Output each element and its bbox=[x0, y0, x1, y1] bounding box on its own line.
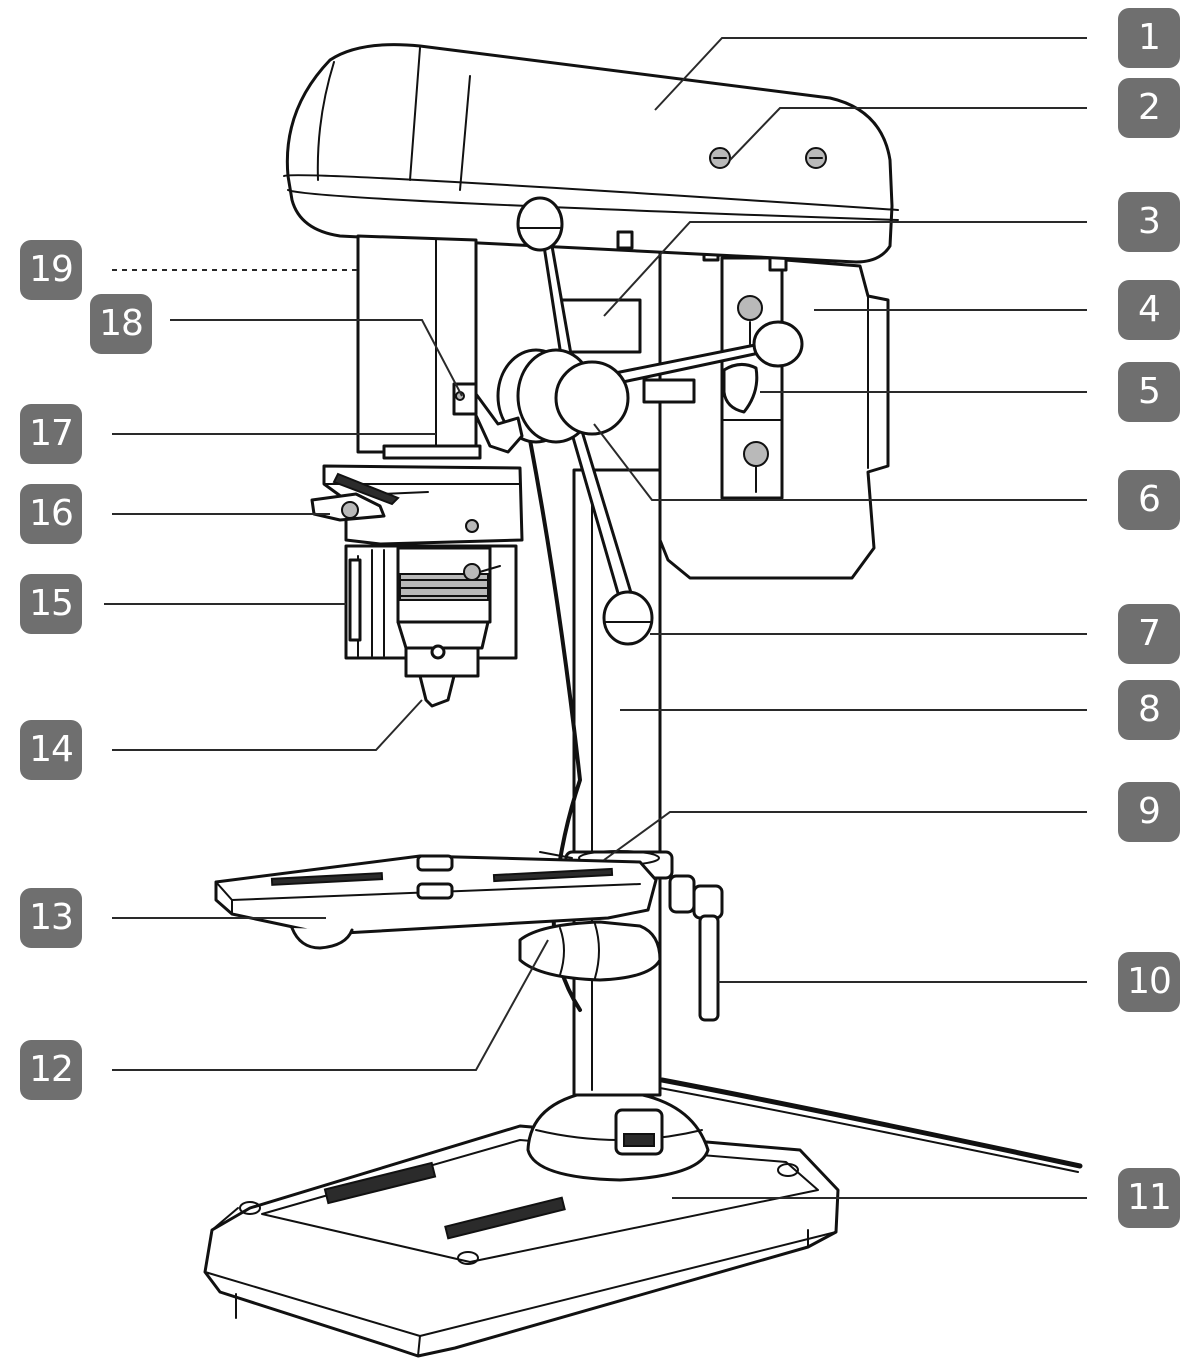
callout-17: 17 bbox=[20, 404, 82, 464]
column-base-mount bbox=[526, 1088, 710, 1182]
chuck-guard bbox=[310, 464, 524, 546]
table-bracket bbox=[518, 920, 662, 982]
callout-4: 4 bbox=[1118, 280, 1180, 340]
callout-7: 7 bbox=[1118, 604, 1180, 664]
cover-screw bbox=[709, 147, 827, 169]
callout-19: 19 bbox=[20, 240, 82, 300]
leader-lines bbox=[104, 37, 1087, 1199]
head-housing bbox=[658, 238, 890, 580]
callout-12: 12 bbox=[20, 1040, 82, 1100]
base-plate bbox=[203, 1124, 840, 1358]
callout-8: 8 bbox=[1118, 680, 1180, 740]
table-crank-handle bbox=[668, 874, 724, 1022]
column bbox=[572, 468, 662, 1097]
callout-9: 9 bbox=[1118, 782, 1180, 842]
on-off-switch bbox=[558, 230, 642, 354]
motor bbox=[356, 234, 482, 460]
callout-5: 5 bbox=[1118, 362, 1180, 422]
callout-15: 15 bbox=[20, 574, 82, 634]
drill-chuck bbox=[396, 546, 501, 708]
feed-hub bbox=[496, 348, 696, 444]
callout-6: 6 bbox=[1118, 470, 1180, 530]
callout-10: 10 bbox=[1118, 952, 1180, 1012]
belt-tension-knobs bbox=[722, 295, 769, 493]
callout-16: 16 bbox=[20, 484, 82, 544]
callout-2: 2 bbox=[1118, 78, 1180, 138]
callout-18: 18 bbox=[90, 294, 152, 354]
work-table bbox=[214, 851, 658, 950]
callout-1: 1 bbox=[1118, 8, 1180, 68]
callout-13: 13 bbox=[20, 888, 82, 948]
power-cord bbox=[659, 1077, 1083, 1169]
depth-lock-knob bbox=[452, 382, 524, 454]
belt-cover bbox=[283, 43, 899, 264]
callout-11: 11 bbox=[1118, 1168, 1180, 1228]
callout-14: 14 bbox=[20, 720, 82, 780]
callout-3: 3 bbox=[1118, 192, 1180, 252]
